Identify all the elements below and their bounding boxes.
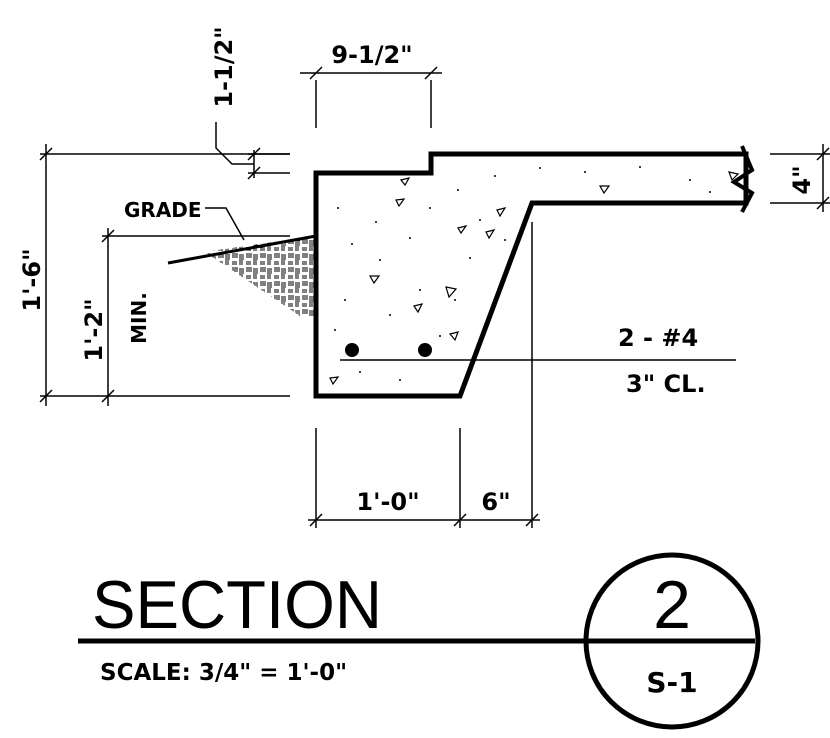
rebar-label: 2 - #4 bbox=[618, 324, 698, 352]
dim-overall-height: 1'-6" bbox=[18, 248, 46, 311]
dim-step: 1-1/2" bbox=[210, 26, 238, 107]
dim-min-label: MIN. bbox=[127, 292, 151, 344]
scale-label: SCALE: 3/4" = 1'-0" bbox=[100, 660, 347, 686]
cover-label: 3" CL. bbox=[626, 370, 706, 398]
title-block bbox=[78, 552, 761, 730]
grade-label: GRADE bbox=[124, 198, 202, 222]
section-title: SECTION bbox=[92, 567, 382, 643]
dim-bottom-width: 1'-0" bbox=[356, 488, 419, 516]
concrete-section bbox=[313, 145, 755, 399]
dim-top-width: 9-1/2" bbox=[331, 41, 412, 69]
rebar-1 bbox=[345, 343, 359, 357]
detail-number: 2 bbox=[653, 567, 691, 643]
dim-min-height: 1'-2" bbox=[80, 298, 108, 361]
dim-slab: 4" bbox=[788, 165, 816, 194]
dim-taper: 6" bbox=[481, 488, 510, 516]
sheet-number: S-1 bbox=[646, 666, 697, 699]
soil-wedge bbox=[167, 234, 317, 316]
dimension-lines bbox=[39, 66, 830, 528]
detail-bubble bbox=[583, 552, 761, 730]
rebar-2 bbox=[418, 343, 432, 357]
